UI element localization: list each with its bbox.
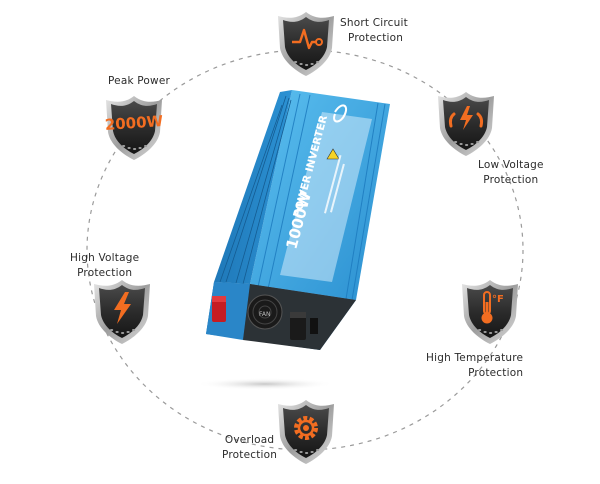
low-voltage-label: Low Voltage Protection bbox=[478, 159, 544, 186]
positive-terminal-icon bbox=[212, 296, 226, 322]
product-shadow bbox=[195, 378, 335, 390]
low-voltage-shield bbox=[437, 91, 495, 157]
overload-shield bbox=[277, 399, 335, 465]
high-temperature-shield: °F bbox=[461, 279, 519, 345]
thermometer-icon bbox=[481, 291, 493, 324]
fan-label: FAN bbox=[259, 311, 271, 318]
power-switch bbox=[310, 318, 318, 334]
negative-terminal-icon bbox=[290, 312, 306, 340]
high-voltage-icon bbox=[114, 292, 131, 324]
fan-icon bbox=[247, 294, 283, 330]
gear-icon bbox=[294, 416, 318, 440]
overload-label: Overload Protection bbox=[222, 434, 278, 461]
warning-icon bbox=[326, 148, 340, 160]
short-circuit-icon bbox=[292, 28, 316, 50]
low-voltage-icon bbox=[448, 106, 484, 130]
high-voltage-label: High Voltage Protection bbox=[70, 252, 140, 279]
high-voltage-shield bbox=[93, 279, 151, 345]
power-inverter-image: POWER INVERTER 1000W FAN bbox=[206, 90, 390, 350]
peak-power-shield: 2000W bbox=[104, 95, 164, 161]
peak-power-label: Peak Power bbox=[108, 75, 171, 87]
short-circuit-label: Short Circuit Protection bbox=[340, 17, 408, 44]
short-circuit-shield bbox=[277, 11, 335, 77]
peak-power-badge: 2000W bbox=[104, 112, 164, 134]
temperature-unit: °F bbox=[492, 294, 504, 305]
brand-logo-icon bbox=[333, 104, 347, 123]
high-temperature-label: High Temperature Protection bbox=[426, 352, 524, 379]
